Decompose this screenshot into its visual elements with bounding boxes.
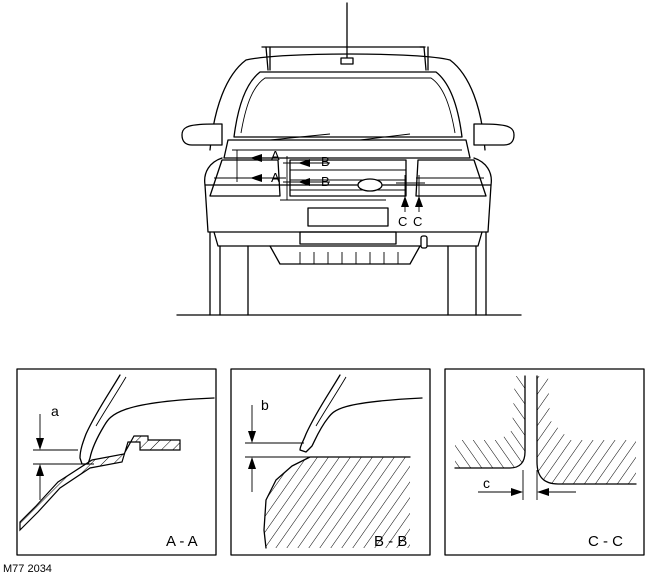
panel-c-dim-label: c [483,475,490,491]
windscreen [233,71,463,138]
panel-section-c: c C - C [444,368,645,556]
grille [289,159,407,197]
bumper-lower [213,231,483,247]
windscreen-inner [240,77,456,134]
panel-c-dim-arrow-left [511,488,523,496]
arrow-a-lower [250,174,262,182]
wings [204,157,492,186]
callout-b-lower: B [321,174,330,189]
headlamp-right [415,159,487,197]
callout-a-lower: A [271,170,280,185]
wheel-left [209,231,249,316]
bonnet [223,139,471,159]
roof-outline [209,53,486,151]
panel-c-right-hatch [537,376,636,484]
panel-b-grille-hatch [264,457,410,548]
arrow-b-upper [298,159,310,167]
panel-a-frame [16,368,217,556]
panel-c-caption: C - C [588,533,623,550]
panel-c-left-edge [454,375,526,469]
undertray-ribs [299,252,399,264]
panel-b-dim-label: b [261,397,269,413]
undertray [269,245,421,265]
antenna-base [340,57,354,65]
roof-rail-right [419,46,429,71]
callout-a-upper: A [271,148,280,163]
panel-a-dim-arrow-bottom [36,464,44,476]
arrow-b-lower [298,178,310,186]
panel-b-bonnet-edge [299,374,423,453]
panel-a-bonnet-inner [95,376,127,427]
panel-b-dim-arrow-bottom [248,457,256,469]
vehicle-front-view: A A B B C C [176,2,522,316]
wipers [269,133,411,141]
panel-a-lamp-section [19,435,181,532]
tow-eye [420,235,428,249]
lower-grille [299,231,397,245]
panel-b-bonnet-inner [315,376,347,427]
mirror-left [181,123,223,146]
number-plate [307,207,389,227]
arrow-c-right [415,196,423,207]
arrow-c-left [401,196,409,207]
panel-section-a: a A - A [16,368,217,556]
panel-b-frame [230,368,431,556]
callout-b-upper: B [321,154,330,169]
mirror-right [473,123,515,146]
arrow-a-upper [250,154,262,162]
roof-rail-left [261,46,271,71]
panel-section-b: b B - B [230,368,431,556]
panel-c-frame [444,368,645,556]
panel-a-caption: A - A [166,533,198,550]
callout-c-left: C [398,214,407,229]
panel-b-caption: B - B [374,533,407,550]
panel-a-dim-arrow-top [36,438,44,450]
panel-c-left-hatch [455,376,525,468]
front-bumper [204,184,492,233]
panel-a-bonnet-edge [79,374,215,465]
wheel-right [447,231,487,316]
panel-b-dim-arrow-top [248,431,256,443]
panel-c-dim-arrow-right [537,488,549,496]
panel-a-dim-label: a [51,403,59,419]
badge [357,178,383,192]
panel-c-right-edge [536,375,637,485]
callout-c-right: C [413,214,422,229]
figure-code: M77 2034 [3,563,52,575]
